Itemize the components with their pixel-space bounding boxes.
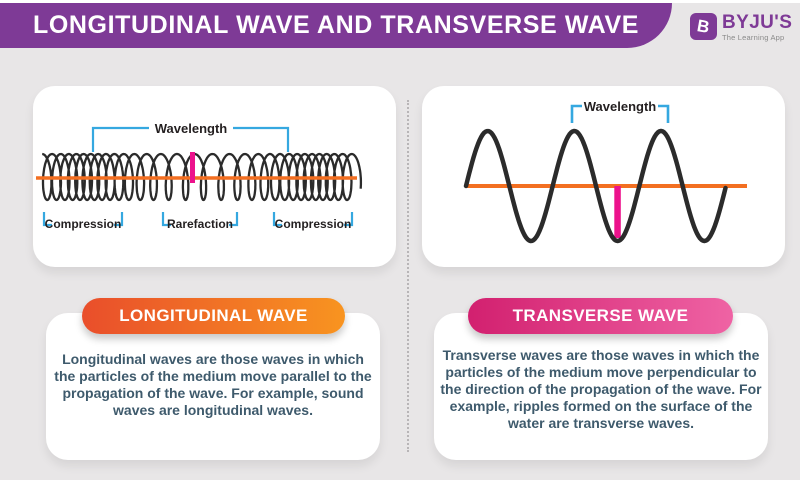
rarefaction-label: Rarefaction xyxy=(167,217,233,231)
coil-spring xyxy=(41,152,363,202)
longitudinal-diagram-card: Wavelength Compression Rarefaction Compr… xyxy=(33,86,396,267)
rarefaction-bracket xyxy=(161,212,239,227)
brand-tagline: The Learning App xyxy=(722,33,785,42)
longitudinal-wave-diagram: Wavelength Compression Rarefaction Compr… xyxy=(36,121,363,231)
header-banner: LONGITUDINAL WAVE AND TRANSVERSE WAVE xyxy=(0,3,672,48)
compression-bracket-right xyxy=(272,212,354,227)
wavelength-label: Wavelength xyxy=(584,99,657,114)
transverse-wave-diagram: Wavelength xyxy=(463,99,747,244)
longitudinal-wave-badge: LONGITUDINAL WAVE xyxy=(82,298,345,334)
pink-marker xyxy=(614,186,621,238)
wavelength-label: Wavelength xyxy=(155,121,228,136)
page-title: LONGITUDINAL WAVE AND TRANSVERSE WAVE xyxy=(32,11,640,39)
brand-name: BYJU'S xyxy=(722,12,793,33)
sine-wave xyxy=(463,128,728,244)
transverse-description-card: Transverse waves are those waves in whic… xyxy=(434,313,768,460)
longitudinal-description: Longitudinal waves are those waves in wh… xyxy=(54,351,372,419)
byjus-logo: B BYJU'S The Learning App xyxy=(690,13,792,42)
wavelength-bracket xyxy=(91,126,290,152)
transverse-description: Transverse waves are those waves in whic… xyxy=(440,347,762,432)
transverse-wave-badge: TRANSVERSE WAVE xyxy=(468,298,733,334)
pink-marker xyxy=(190,152,195,183)
compression-label-right: Compression xyxy=(275,217,352,231)
wavelength-bracket xyxy=(570,104,670,123)
transverse-diagram-card: Wavelength xyxy=(422,86,785,267)
compression-bracket-left xyxy=(42,212,124,227)
compression-label-left: Compression xyxy=(45,217,122,231)
byjus-b-icon: B xyxy=(690,13,717,40)
panel-divider xyxy=(407,100,409,452)
longitudinal-description-card: Longitudinal waves are those waves in wh… xyxy=(46,313,380,460)
